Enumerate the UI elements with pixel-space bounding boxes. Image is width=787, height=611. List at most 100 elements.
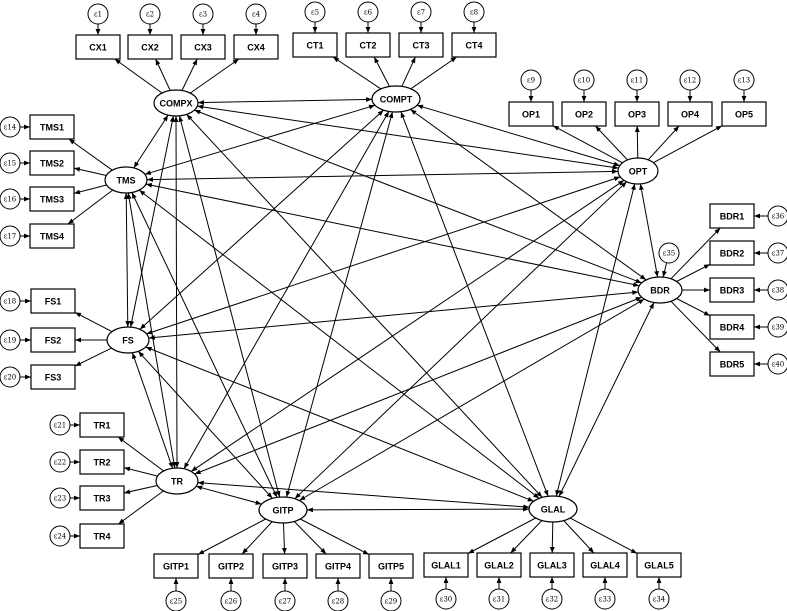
error-term-e9: ε9 (520, 69, 542, 91)
structural-path-bdr-glal (558, 302, 655, 497)
node-label: TR2 (93, 458, 110, 468)
error-term-e1: ε1 (87, 3, 109, 25)
node-label: ε1 (94, 11, 102, 19)
indicator-cx2: CX2 (127, 34, 173, 60)
node-label: OP1 (522, 110, 540, 120)
structural-path-tms-fs (123, 192, 131, 328)
structural-path-bdr-tr (194, 296, 642, 475)
node-label: ε3 (199, 11, 207, 19)
node-label: GITP1 (163, 562, 189, 572)
node-label: ε35 (663, 250, 676, 258)
indicator-bdr5: BDR5 (709, 351, 755, 377)
node-label: ε17 (4, 233, 17, 241)
structural-path-compx-bdr (194, 109, 642, 284)
indicator-gitp3: GITP3 (262, 553, 308, 579)
error-term-e23: ε23 (49, 487, 71, 509)
node-label: GITP3 (272, 562, 298, 572)
node-label: ε8 (470, 9, 478, 17)
loading-arrow-glal-glal1 (467, 517, 536, 554)
node-label: ε34 (653, 596, 666, 604)
error-term-e33: ε33 (594, 588, 616, 610)
indicator-ct2: CT2 (345, 32, 391, 58)
latent-fs: FS (106, 326, 150, 354)
loading-arrow-glal-glal2 (510, 520, 543, 554)
node-label: ε30 (440, 596, 453, 604)
error-term-e40: ε40 (767, 353, 787, 375)
structural-path-opt-tr (190, 179, 625, 472)
node-label: ε20 (4, 374, 17, 382)
node-label: ε32 (546, 596, 559, 604)
indicator-tr3: TR3 (79, 485, 125, 511)
error-term-e28: ε28 (327, 590, 349, 611)
node-label: GITP5 (378, 562, 404, 572)
structural-path-fs-tr (131, 352, 174, 469)
node-label: OP4 (681, 110, 699, 120)
structural-path-gitp-glal (306, 506, 530, 513)
node-label: TMS4 (40, 232, 64, 242)
loading-arrow-opt-op5 (653, 125, 723, 164)
loading-arrow-compx-cx3 (181, 58, 198, 91)
indicator-cx1: CX1 (75, 34, 121, 60)
node-label: FS3 (45, 373, 62, 383)
node-label: BDR2 (720, 249, 745, 259)
structural-path-compt-bdr (410, 108, 647, 281)
indicator-bdr1: BDR1 (709, 203, 755, 229)
structural-path-compx-tr (173, 115, 180, 469)
node-label: GITP2 (218, 562, 244, 572)
structural-path-fs-bdr (148, 290, 639, 340)
node-label: FS (122, 336, 134, 346)
latent-compt: COMPT (371, 85, 421, 113)
node-label: BDR4 (720, 323, 745, 333)
indicator-gitp2: GITP2 (208, 553, 254, 579)
latent-bdr: BDR (637, 276, 683, 304)
node-label: ε29 (385, 598, 398, 606)
node-label: CX3 (194, 43, 212, 53)
indicator-tms4: TMS4 (29, 223, 75, 249)
node-label: COMPT (380, 95, 413, 105)
loading-arrow-tms-tms1 (68, 138, 113, 171)
indicator-fs3: FS3 (30, 364, 76, 390)
node-label: CX4 (247, 43, 265, 53)
loading-arrow-tr-tr4 (118, 490, 164, 525)
node-label: ε9 (527, 77, 535, 85)
indicator-cx4: CX4 (233, 34, 279, 60)
error-term-e36: ε36 (767, 205, 787, 227)
error-term-e25: ε25 (165, 590, 187, 611)
node-label: ε28 (332, 598, 345, 606)
node-label: CX2 (141, 43, 159, 53)
structural-path-tr-gitp (196, 485, 262, 505)
indicator-gitp4: GITP4 (315, 553, 361, 579)
loading-arrow-gitp-gitp1 (197, 518, 266, 555)
indicator-glal1: GLAL1 (423, 552, 469, 578)
node-label: CT2 (359, 41, 376, 51)
loading-arrow-bdr-bdr4 (676, 298, 711, 317)
node-label: OP5 (735, 110, 753, 120)
node-label: ε27 (279, 598, 292, 606)
node-label: ε24 (54, 533, 67, 541)
indicator-fs1: FS1 (30, 288, 76, 314)
node-label: BDR3 (720, 286, 745, 296)
structural-path-tr-glal (197, 480, 530, 510)
indicator-glal2: GLAL2 (476, 552, 522, 578)
indicator-op1: OP1 (508, 101, 554, 127)
indicator-glal3: GLAL3 (529, 552, 575, 578)
node-label: GLAL2 (484, 561, 514, 571)
indicator-tms2: TMS2 (29, 150, 75, 176)
node-label: ε2 (146, 11, 154, 19)
indicator-ct1: CT1 (292, 32, 338, 58)
error-term-e15: ε15 (0, 152, 21, 174)
node-label: CT4 (465, 41, 482, 51)
error-term-e38: ε38 (767, 279, 787, 301)
node-label: BDR (650, 286, 670, 296)
indicator-ct4: CT4 (451, 32, 497, 58)
indicator-glal5: GLAL5 (636, 552, 682, 578)
node-label: GLAL (541, 505, 566, 515)
error-term-e35: ε35 (658, 242, 680, 264)
node-label: OPT (629, 167, 648, 177)
node-label: OP3 (628, 110, 646, 120)
indicator-op4: OP4 (667, 101, 713, 127)
indicator-fs2: FS2 (30, 327, 76, 353)
node-label: GLAL1 (431, 561, 461, 571)
loading-arrow-glal-glal3 (549, 521, 555, 554)
loading-arrow-compt-ct1 (332, 56, 382, 90)
